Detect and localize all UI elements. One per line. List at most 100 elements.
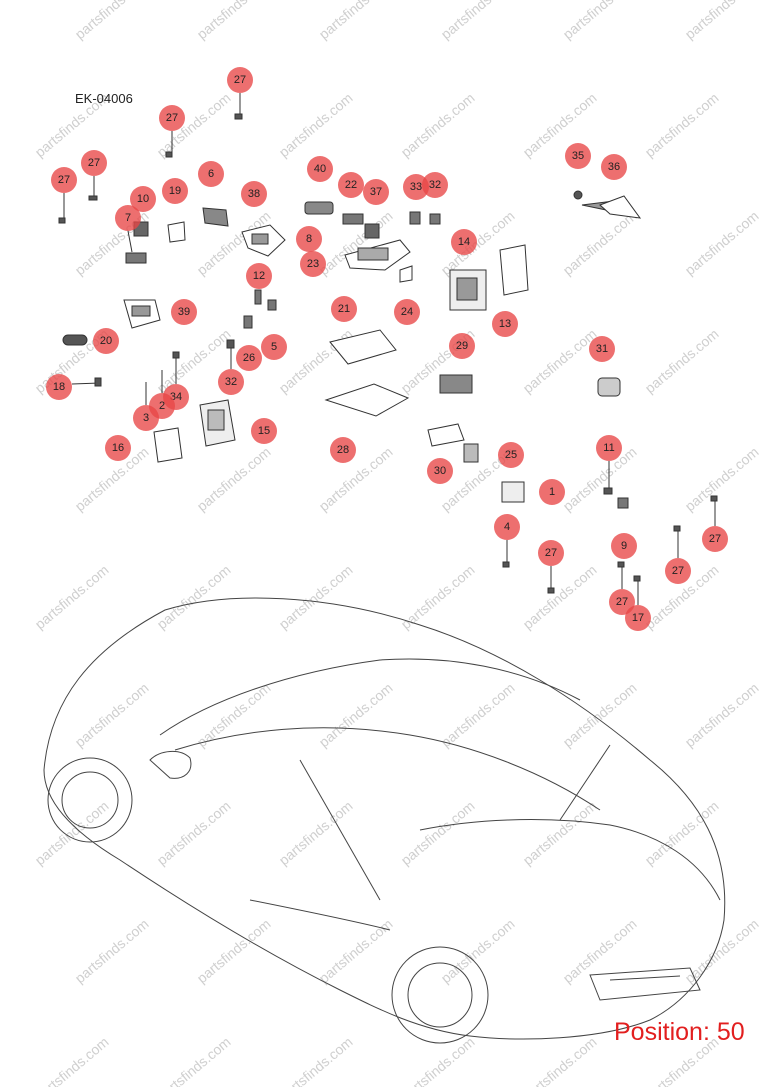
- sensor-part: [62, 334, 88, 346]
- callout-marker[interactable]: 29: [449, 333, 475, 359]
- bracket-part: [427, 423, 465, 447]
- watermark-text: partsfinds.com: [438, 916, 518, 987]
- callout-marker[interactable]: 37: [363, 179, 389, 205]
- callout-marker[interactable]: 27: [538, 540, 564, 566]
- callout-marker[interactable]: 19: [162, 178, 188, 204]
- callout-marker[interactable]: 17: [625, 605, 651, 631]
- sensor-part: [243, 289, 277, 329]
- callout-marker[interactable]: 15: [251, 418, 277, 444]
- callout-marker[interactable]: 18: [46, 374, 72, 400]
- watermark-text: partsfinds.com: [642, 90, 722, 161]
- callout-marker[interactable]: 9: [611, 533, 637, 559]
- watermark-text: partsfinds.com: [560, 208, 640, 279]
- callout-marker[interactable]: 12: [246, 263, 272, 289]
- watermark-text: partsfinds.com: [560, 0, 640, 42]
- callout-marker[interactable]: 6: [198, 161, 224, 187]
- callout-marker[interactable]: 32: [422, 172, 448, 198]
- watermark-text: partsfinds.com: [276, 562, 356, 633]
- callout-marker[interactable]: 7: [115, 205, 141, 231]
- sensor-part: [603, 461, 629, 509]
- watermark-text: partsfinds.com: [520, 798, 600, 869]
- watermark-text: partsfinds.com: [520, 562, 600, 633]
- callout-marker[interactable]: 22: [338, 172, 364, 198]
- callout-marker[interactable]: 40: [307, 156, 333, 182]
- callout-marker[interactable]: 39: [171, 299, 197, 325]
- callout-marker[interactable]: 31: [589, 336, 615, 362]
- connector-part: [226, 339, 235, 369]
- watermark-text: partsfinds.com: [316, 916, 396, 987]
- callout-marker[interactable]: 4: [494, 514, 520, 540]
- connector-part: [409, 211, 441, 225]
- watermark-text: partsfinds.com: [438, 0, 518, 42]
- callout-marker[interactable]: 24: [394, 299, 420, 325]
- connector-part: [633, 575, 641, 605]
- callout-marker[interactable]: 27: [227, 67, 253, 93]
- callout-marker[interactable]: 30: [427, 458, 453, 484]
- callout-marker[interactable]: 26: [236, 345, 262, 371]
- watermark-text: partsfinds.com: [520, 326, 600, 397]
- clip-part: [71, 377, 102, 387]
- bracket-part: [499, 244, 529, 296]
- callout-marker[interactable]: 14: [451, 229, 477, 255]
- watermark-text: partsfinds.com: [194, 0, 274, 42]
- watermark-text: partsfinds.com: [560, 916, 640, 987]
- watermark-text: partsfinds.com: [682, 444, 762, 515]
- connector-part: [165, 131, 173, 158]
- callout-marker[interactable]: 23: [300, 251, 326, 277]
- callout-marker[interactable]: 27: [81, 150, 107, 176]
- connector-part: [617, 561, 625, 589]
- connector-part: [234, 93, 243, 120]
- clip-part: [399, 265, 413, 283]
- car-illustration: [43, 597, 726, 1044]
- diagram-code: EK-04006: [75, 91, 133, 106]
- callout-marker[interactable]: 25: [498, 442, 524, 468]
- sensor-part: [364, 223, 380, 239]
- callout-marker[interactable]: 8: [296, 226, 322, 252]
- callout-marker[interactable]: 27: [665, 558, 691, 584]
- watermark-text: partsfinds.com: [72, 680, 152, 751]
- callout-marker[interactable]: 27: [51, 167, 77, 193]
- callout-marker[interactable]: 16: [105, 435, 131, 461]
- watermark-text: partsfinds.com: [438, 208, 518, 279]
- callout-marker[interactable]: 3: [133, 405, 159, 431]
- watermark-text: partsfinds.com: [32, 798, 112, 869]
- callout-marker[interactable]: 36: [601, 154, 627, 180]
- callout-marker[interactable]: 5: [261, 334, 287, 360]
- callout-marker[interactable]: 13: [492, 311, 518, 337]
- watermark-text: partsfinds.com: [276, 798, 356, 869]
- watermark-text: partsfinds.com: [316, 680, 396, 751]
- connector-part: [547, 566, 555, 594]
- callout-marker[interactable]: 27: [159, 105, 185, 131]
- watermark-text: partsfinds.com: [398, 798, 478, 869]
- sensor-part: [304, 201, 334, 215]
- bracket-part: [167, 221, 186, 243]
- callout-marker[interactable]: 28: [330, 437, 356, 463]
- callout-marker[interactable]: 32: [218, 369, 244, 395]
- callout-marker[interactable]: 11: [596, 435, 622, 461]
- watermark-text: partsfinds.com: [398, 1034, 478, 1087]
- module-part: [202, 207, 229, 227]
- watermark-text: partsfinds.com: [276, 90, 356, 161]
- bracket-part: [153, 427, 183, 463]
- callout-marker[interactable]: 21: [331, 296, 357, 322]
- watermark-text: partsfinds.com: [520, 1034, 600, 1087]
- callout-marker[interactable]: 1: [539, 479, 565, 505]
- watermark-text: partsfinds.com: [682, 208, 762, 279]
- watermark-text: partsfinds.com: [154, 1034, 234, 1087]
- connector-part: [58, 193, 66, 224]
- position-label: Position: 50: [614, 1018, 745, 1046]
- control-unit: [199, 399, 236, 447]
- watermark-text: partsfinds.com: [276, 1034, 356, 1087]
- sensor-part: [145, 351, 180, 405]
- connector-part: [502, 540, 510, 568]
- callout-marker[interactable]: 35: [565, 143, 591, 169]
- callout-marker[interactable]: 27: [702, 526, 728, 552]
- callout-marker[interactable]: 38: [241, 181, 267, 207]
- tray-part: [329, 329, 397, 365]
- callout-marker[interactable]: 20: [93, 328, 119, 354]
- watermark-text: partsfinds.com: [154, 562, 234, 633]
- watermark-text: partsfinds.com: [32, 1034, 112, 1087]
- watermark-text: partsfinds.com: [398, 90, 478, 161]
- module-part: [501, 481, 525, 503]
